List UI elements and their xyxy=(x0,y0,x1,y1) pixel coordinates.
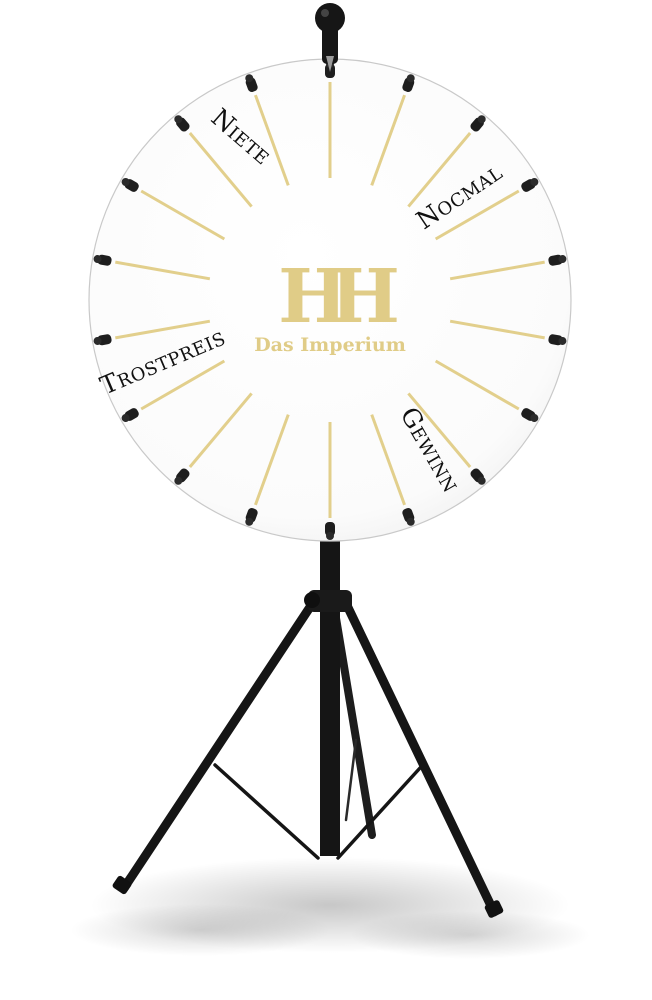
stand-knob xyxy=(304,592,320,608)
tripod-leg-right xyxy=(337,590,499,917)
wheel-divider xyxy=(370,94,406,186)
wheel-divider xyxy=(254,414,290,506)
wheel-divider xyxy=(434,189,520,241)
wheel-peg xyxy=(470,468,486,485)
wheel-peg xyxy=(174,468,190,485)
wheel-peg xyxy=(93,254,112,266)
wheel-peg xyxy=(121,408,139,422)
wheel-peg xyxy=(521,408,539,422)
wheel-divider xyxy=(115,319,211,340)
wheel-divider xyxy=(254,94,290,186)
wheel-peg xyxy=(548,334,567,346)
tripod-stand xyxy=(112,536,504,918)
wheel-peg xyxy=(548,254,567,266)
logo-name: Das Imperium xyxy=(254,334,406,356)
leg-foot xyxy=(112,875,132,895)
wheel-divider xyxy=(434,359,520,411)
wheel-divider xyxy=(449,260,545,281)
tripod-brace xyxy=(336,766,422,860)
tripod-leg-left xyxy=(119,590,323,893)
leg-foot xyxy=(484,900,504,918)
wheel-peg xyxy=(402,508,415,526)
tripod-brace xyxy=(213,763,320,860)
wheel-peg xyxy=(470,115,486,132)
wheel-pointer xyxy=(315,3,345,72)
wheel-divider xyxy=(407,392,472,468)
wheel-divider xyxy=(140,359,226,411)
wheel-divider xyxy=(449,319,545,340)
floor-shadow xyxy=(70,857,590,959)
wheel-peg xyxy=(245,74,258,92)
logo-monogram: HH xyxy=(278,254,397,340)
stand-pole xyxy=(320,536,340,856)
wheel-divider xyxy=(188,132,253,208)
wheel-divider xyxy=(188,392,253,468)
wheel-divider xyxy=(115,260,211,281)
wheel-peg xyxy=(121,178,139,192)
wheel-peg xyxy=(325,522,335,540)
wheel-peg xyxy=(174,115,190,132)
wheel-peg xyxy=(521,178,539,192)
wheel-peg xyxy=(402,74,415,92)
tripod-brace xyxy=(344,738,358,822)
wheel-dividers xyxy=(115,82,545,518)
wheel-peg xyxy=(245,508,258,526)
wheel-divider xyxy=(407,132,472,208)
wheel-divider xyxy=(140,189,226,241)
wheel-divider xyxy=(370,414,406,506)
wheel-peg xyxy=(93,334,112,346)
prize-wheel[interactable]: HH Das Imperium Niete Nocmal Trostpreis … xyxy=(88,58,572,542)
stand-collar xyxy=(308,590,352,612)
